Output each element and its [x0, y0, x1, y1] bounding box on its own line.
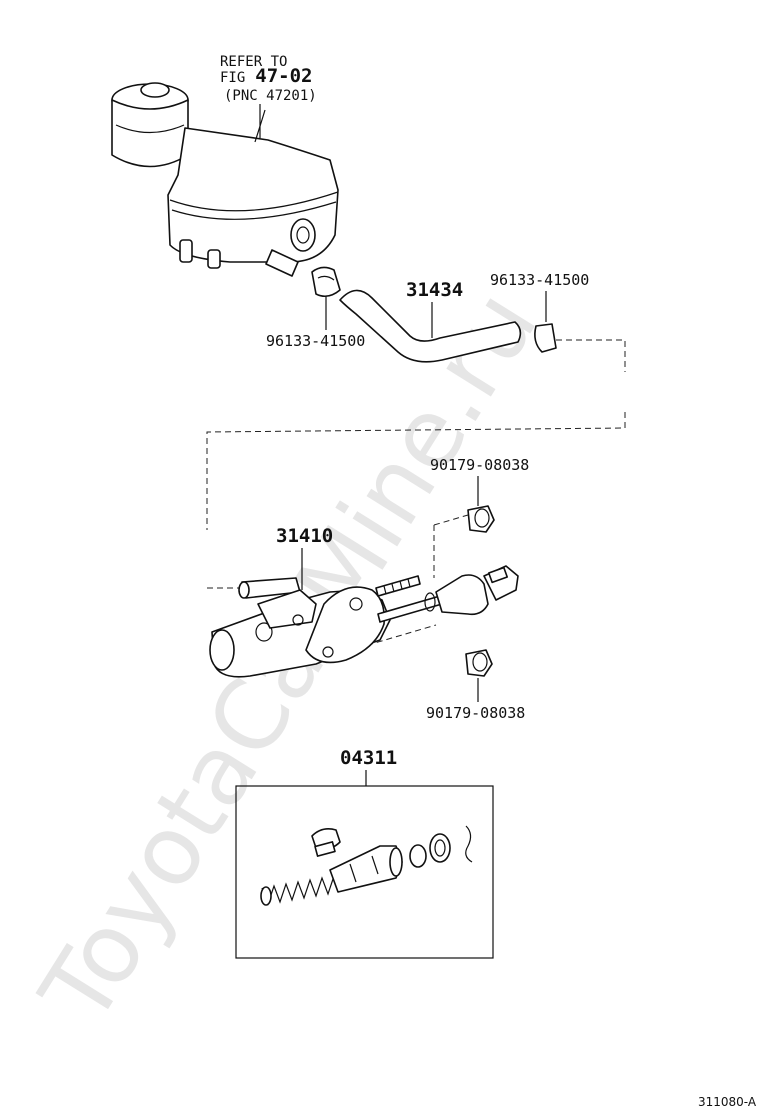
hose-clip-right[interactable] — [534, 323, 557, 353]
repair-kit-parts[interactable] — [260, 825, 473, 906]
reference-fig-number: 47-02 — [255, 65, 312, 87]
repair-kit-box — [235, 785, 494, 959]
callout-clip-right[interactable]: 96133-41500 — [490, 271, 589, 289]
nut-bottom[interactable] — [465, 649, 493, 677]
figure-id: 311080-A — [698, 1095, 757, 1109]
callout-nut-top[interactable]: 90179-08038 — [430, 456, 529, 474]
reservoir-tank[interactable] — [111, 82, 339, 277]
callout-hose[interactable]: 31434 — [406, 279, 463, 301]
nut-top[interactable] — [467, 505, 495, 533]
callout-master-cylinder[interactable]: 31410 — [276, 525, 333, 547]
reference-pnc: (PNC 47201) — [224, 88, 317, 104]
reservoir-hose[interactable] — [339, 289, 522, 363]
svg-text:FIG 47-02: FIG 47-02 — [220, 65, 313, 87]
reference-fig-prefix: FIG — [220, 70, 245, 86]
callout-repair-kit[interactable]: 04311 — [340, 747, 397, 769]
callout-clip-left[interactable]: 96133-41500 — [266, 332, 365, 350]
hose-clip-left[interactable] — [311, 266, 341, 298]
callout-nut-bottom[interactable]: 90179-08038 — [426, 704, 525, 722]
master-cylinder[interactable] — [209, 565, 519, 678]
reference-line1: REFER TO — [220, 54, 287, 70]
